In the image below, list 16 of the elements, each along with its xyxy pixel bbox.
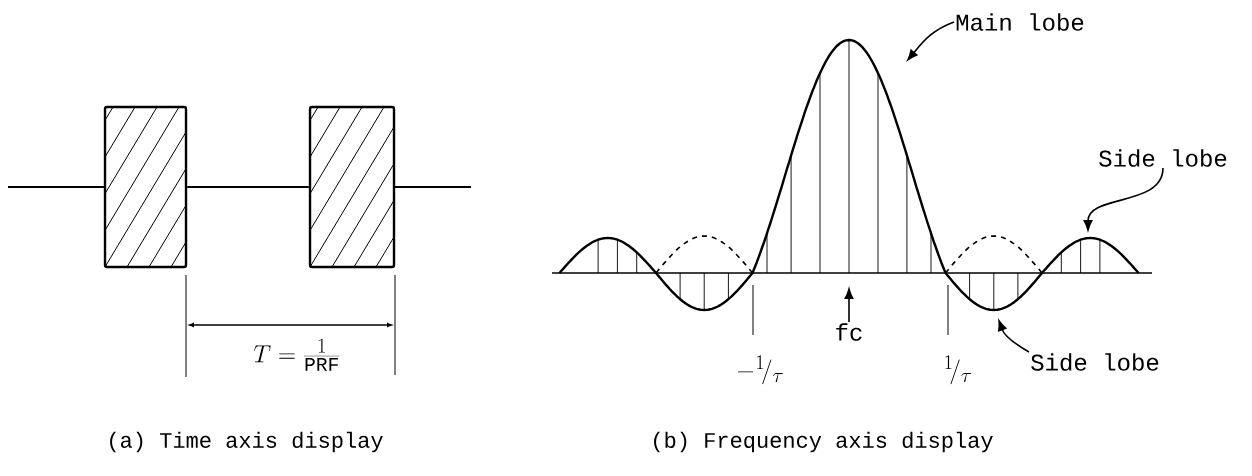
frequency-tick-label: $-{}^{1}\!/_{\tau}$ [737, 355, 783, 385]
frequency-tick-label: ${}^{1}\!/_{\tau}$ [945, 355, 972, 385]
leader-arrow [907, 21, 955, 61]
pulse-box [103, 105, 188, 269]
leader-arrow [998, 320, 1030, 353]
caption: (a) Time axis display [110, 431, 383, 453]
leader-arrow [844, 288, 854, 323]
caption: (b) Frequency axis display [654, 431, 993, 453]
period-formula: $T=\frac{1}{\mathrm{PRF}}$ [254, 338, 340, 371]
leader-arrow [1083, 167, 1164, 231]
lobe-label: Main lobe [956, 13, 1084, 31]
connector-line [187, 185, 309, 189]
lobe-label: Side lobe [1099, 149, 1227, 167]
frequency-label: fc [836, 323, 862, 341]
pulse-box [308, 105, 396, 269]
lobe-label: Side lobe [1031, 353, 1159, 371]
